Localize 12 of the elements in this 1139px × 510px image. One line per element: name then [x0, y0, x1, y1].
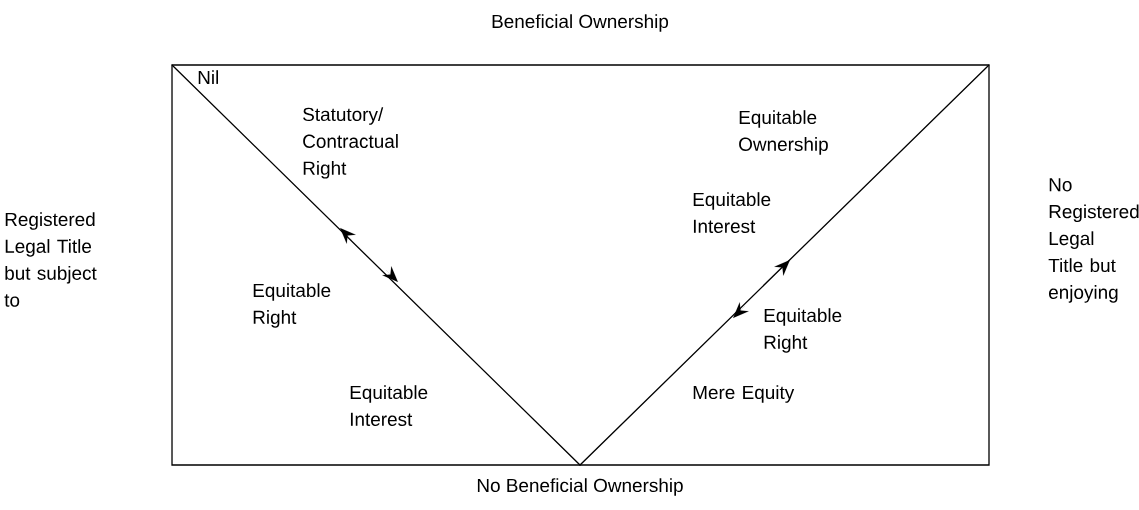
text-label: Statutory/ Contractual Right — [303, 107, 398, 179]
text-label: No Beneficial Ownership — [477, 478, 683, 496]
text-label: Nil — [198, 70, 218, 84]
text-label: No Registered Legal Title but enjoying — [1048, 178, 1139, 303]
text-label: Mere Equity — [693, 385, 795, 403]
text-label: Registered Legal Title but subject to — [4, 212, 97, 307]
text-label: Equitable Right — [764, 308, 842, 353]
text-label: Equitable Interest — [350, 385, 428, 426]
text-label: Equitable Interest — [693, 192, 771, 233]
text-label: Equitable Ownership — [739, 110, 828, 155]
text-label: Equitable Right — [253, 283, 331, 328]
text-label: Beneficial Ownership — [492, 14, 669, 32]
